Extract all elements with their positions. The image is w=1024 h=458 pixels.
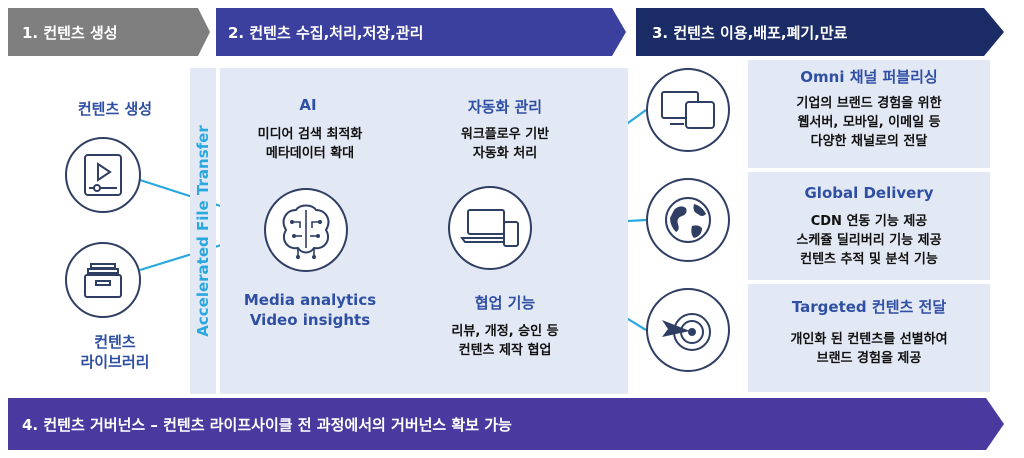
omni-description: 기업의 브랜드 경험을 위한 웹서버, 모바일, 이메일 등 다양한 채널로의 … [748, 94, 990, 151]
omni-title: Omni 채널 퍼블리싱 [800, 68, 938, 86]
media-line2: Video insights [249, 311, 371, 329]
omni-line3: 다양한 채널로의 전달 [810, 134, 928, 149]
targeted-line1: 개인화 된 컨텐츠를 선별하여 [790, 332, 948, 347]
global-line3: 컨텐츠 추적 및 분석 기능 [800, 252, 938, 267]
banner-4-label: 4. 컨텐츠 거버넌스 – 컨텐츠 라이프사이클 전 과정에서의 거버넌스 확보… [22, 416, 512, 434]
targeted-title: Targeted 컨텐츠 전달 [791, 298, 947, 316]
banner-3-label: 3. 컨텐츠 이용,배포,폐기,만료 [652, 24, 848, 42]
media-line1: Media analytics [243, 291, 377, 309]
global-delivery-panel [748, 172, 990, 280]
ai-title: AI [299, 96, 317, 114]
targeted-line2: 브랜드 경험을 제공 [816, 351, 922, 366]
banner-1-shape [8, 8, 210, 56]
ai-description: 미디어 검색 최적화 메타데이터 확대 [230, 125, 390, 163]
accelerated-file-transfer-bar: Accelerated File Transfer [190, 68, 216, 394]
targeted-panel [748, 284, 990, 392]
laptop-phone-icon [448, 186, 532, 270]
library-title-line1: 컨텐츠 [94, 333, 136, 351]
video-play-icon [65, 137, 141, 213]
globe-icon [646, 178, 730, 262]
omni-line2: 웹서버, 모바일, 이메일 등 [797, 115, 941, 130]
library-title-line2: 라이브러리 [80, 353, 150, 371]
targeted-description: 개인화 된 컨텐츠를 선별하여 브랜드 경험을 제공 [748, 330, 990, 368]
global-line1: CDN 연동 기능 제공 [810, 214, 928, 229]
desktop-tablet-icon [646, 68, 730, 152]
banner-3-shape [636, 8, 1004, 56]
archive-box-icon [65, 242, 141, 318]
banner-2-shape [216, 8, 626, 56]
media-analytics: Media analytics Video insights [225, 290, 395, 330]
omni-line1: 기업의 브랜드 경험을 위한 [796, 96, 942, 111]
target-arrow-icon [646, 288, 730, 372]
omni-channel-panel [748, 60, 990, 168]
accelerated-file-transfer-label: Accelerated File Transfer [194, 125, 212, 337]
creation-title: 컨텐츠 생성 [77, 100, 153, 118]
banner-4-shape [8, 398, 1004, 450]
automation-title: 자동화 관리 [467, 98, 543, 116]
auto-line1: 워크플로우 기반 [460, 127, 550, 142]
collab-line2: 컨텐츠 제작 협업 [458, 343, 552, 358]
banner-1-label: 1. 컨텐츠 생성 [22, 24, 118, 42]
ai-line2: 메타데이터 확대 [265, 146, 355, 161]
banner-2-label: 2. 컨텐츠 수집,처리,저장,관리 [228, 24, 424, 42]
brain-circuit-icon [264, 188, 348, 272]
collab-description: 리뷰, 개정, 승인 등 컨텐츠 제작 협업 [420, 322, 590, 360]
collab-title: 협업 기능 [474, 294, 536, 312]
auto-line2: 자동화 처리 [472, 146, 538, 161]
automation-description: 워크플로우 기반 자동화 처리 [425, 125, 585, 163]
library-title: 컨텐츠 라이브러리 [50, 332, 180, 372]
global-delivery-title: Global Delivery [804, 184, 934, 202]
ai-line1: 미디어 검색 최적화 [257, 127, 363, 142]
collab-line1: 리뷰, 개정, 승인 등 [451, 324, 559, 339]
global-delivery-description: CDN 연동 기능 제공 스케쥴 딜리버리 기능 제공 컨텐츠 추적 및 분석 … [748, 212, 990, 269]
global-line2: 스케쥴 딜리버리 기능 제공 [796, 233, 942, 248]
